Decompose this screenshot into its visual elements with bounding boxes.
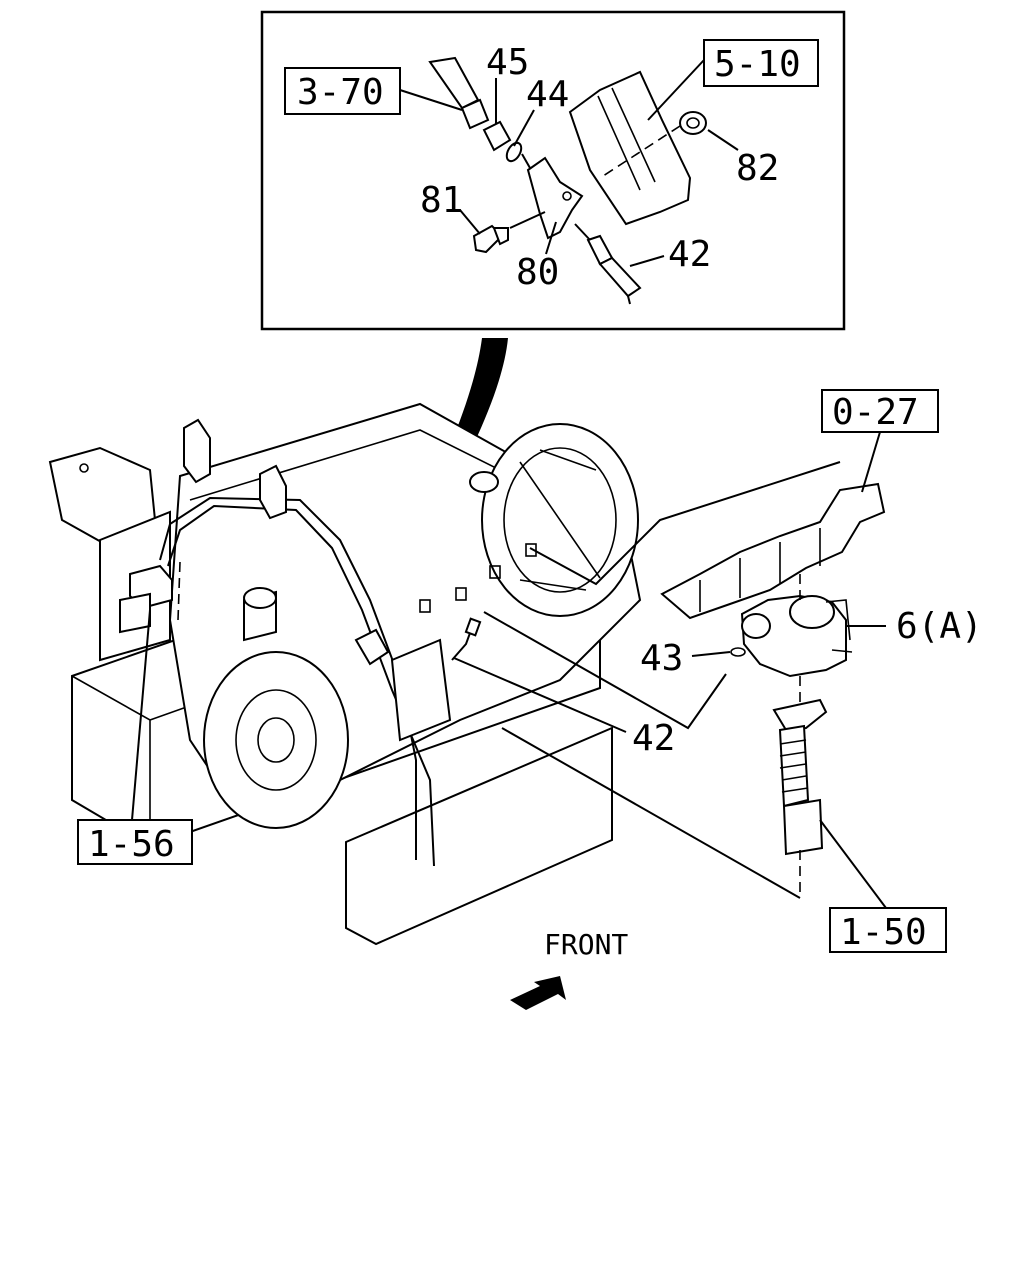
bracket-hole: [562, 191, 572, 201]
ref-1-56: 1-56: [88, 824, 175, 865]
exhaust-pipe: [782, 798, 824, 856]
leader-80: [545, 221, 557, 255]
lower-cover-inner: [235, 689, 317, 791]
flywheel-spokes: [519, 449, 601, 591]
part-82-nut: [679, 111, 707, 135]
chassis-rail-rear: [345, 726, 613, 946]
leader-42-inset: [629, 255, 665, 267]
nut-82-bore: [686, 117, 700, 129]
leader-81: [459, 209, 481, 235]
front-arrow-icon: [510, 976, 566, 1010]
leader-43-path: [483, 611, 727, 730]
air-pipe-b: [167, 504, 435, 867]
hanger-2: [259, 464, 287, 520]
part-label-80: 80: [516, 252, 559, 293]
ref-box-1-56: [77, 819, 193, 865]
part-label-44: 44: [526, 74, 569, 115]
part-label-81: 81: [420, 180, 463, 221]
starter-solenoid: [789, 595, 835, 629]
leader-0-27: [861, 431, 881, 493]
front-label: FRONT: [544, 928, 628, 961]
port-4: [525, 543, 537, 557]
bellows-rings: [779, 739, 809, 793]
lower-cover-hub: [257, 717, 295, 763]
left-bracket-hole: [79, 463, 89, 473]
manifold-ports: [699, 528, 821, 612]
lower-cover: [203, 651, 349, 829]
frame-5-10: [568, 70, 692, 226]
ref-3-70: 3-70: [297, 72, 384, 113]
port-2: [455, 587, 467, 601]
axis-81: [509, 211, 546, 229]
part-label-45: 45: [486, 42, 529, 83]
tube-fitting: [460, 98, 490, 130]
part-label-42-inset: 42: [668, 234, 711, 275]
part-43-gasket: [730, 647, 746, 657]
switch-42-cable: [598, 256, 642, 298]
part-44-washer: [505, 141, 523, 163]
ref-box-3-70: [284, 67, 401, 115]
leader-1-56: [131, 609, 151, 821]
leader-43: [691, 651, 731, 657]
switch-42-lead: [627, 295, 631, 305]
port-1: [419, 599, 431, 613]
ref-box-5-10: [703, 39, 819, 87]
flywheel-inner: [503, 447, 617, 593]
leader-42-main: [453, 657, 627, 733]
sensor-42: [464, 617, 482, 637]
port-3: [489, 565, 501, 579]
switch-block: [354, 628, 390, 666]
exhaust-manifold: [660, 482, 886, 620]
part-label-82: 82: [736, 148, 779, 189]
ref-1-50: 1-50: [840, 912, 927, 953]
ref-0-27: 0-27: [832, 392, 919, 433]
center-bracket: [390, 638, 452, 742]
part-label-6a: 6(A): [896, 606, 983, 647]
frame-ribs: [597, 87, 656, 191]
leader-44: [513, 109, 535, 147]
starter-nose: [741, 613, 771, 639]
leader-1-50-path: [501, 727, 801, 899]
axis-42: [574, 223, 591, 241]
filter-cap: [243, 587, 277, 609]
part-label-42-main: 42: [632, 718, 675, 759]
align-valve: [177, 561, 181, 621]
leader-0-27-engine: [529, 461, 841, 586]
main-assembly: [48, 402, 886, 946]
leader-3-70: [399, 89, 463, 111]
bolt-81-thread: [492, 227, 509, 246]
leader-82: [707, 129, 739, 151]
leader-5-10: [647, 59, 705, 121]
mount-boss: [469, 471, 499, 493]
axis-44: [521, 153, 531, 169]
valve-block-base: [119, 592, 151, 634]
detail-inset: 3-70 5-10 45 44 82 81 80 42: [260, 10, 846, 331]
leader-1-50: [819, 819, 887, 909]
ref-5-10: 5-10: [714, 44, 801, 85]
flange-1-50: [772, 698, 828, 732]
part-45-nut: [482, 120, 512, 152]
hanger-1: [183, 418, 211, 484]
ref-box-0-27: [821, 389, 939, 433]
part-80-bracket: [526, 156, 584, 240]
part-label-43: 43: [640, 638, 683, 679]
ref-box-1-50: [829, 907, 947, 953]
